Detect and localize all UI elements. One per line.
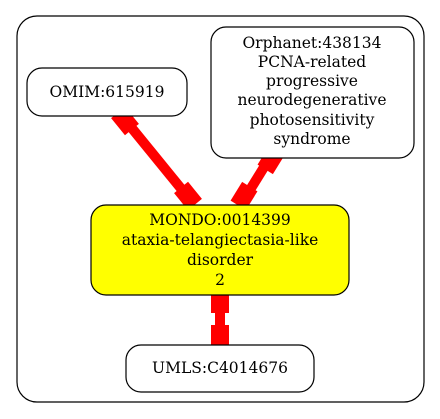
node-label: UMLS:C4014676 [152, 359, 288, 377]
node-label: neurodegenerative [238, 91, 387, 109]
edge-line [118, 112, 196, 206]
edge-head-marker [230, 181, 258, 211]
node-label: syndrome [273, 130, 350, 148]
cluster-frame [16, 15, 425, 403]
node-label: progressive [266, 72, 358, 90]
node-label: Orphanet:438134 [242, 34, 381, 52]
node-mondo[interactable]: MONDO:0014399 ataxia-telangiectasia-like… [90, 204, 350, 296]
node-omim[interactable]: OMIM:615919 [26, 67, 188, 117]
node-box [26, 67, 188, 117]
node-label: MONDO:0014399 [149, 211, 291, 229]
node-box [90, 204, 350, 296]
node-label: 2 [215, 271, 225, 289]
edge-tail-marker [211, 291, 229, 313]
edge-mondo-umls [211, 291, 229, 347]
node-label: PCNA-related [258, 53, 366, 71]
edge-omim-mondo [111, 106, 202, 211]
node-label: OMIM:615919 [50, 83, 165, 101]
node-box [125, 344, 315, 393]
node-label: photosensitivity [250, 111, 375, 129]
node-orphanet[interactable]: Orphanet:438134 PCNA-related progressive… [210, 26, 415, 159]
node-label: disorder [187, 251, 254, 269]
node-umls[interactable]: UMLS:C4014676 [125, 344, 315, 393]
node-label: ataxia-telangiectasia-like [122, 231, 319, 249]
node-box [210, 26, 415, 159]
edge-head-marker [211, 325, 229, 347]
edge-head-marker [174, 181, 202, 211]
